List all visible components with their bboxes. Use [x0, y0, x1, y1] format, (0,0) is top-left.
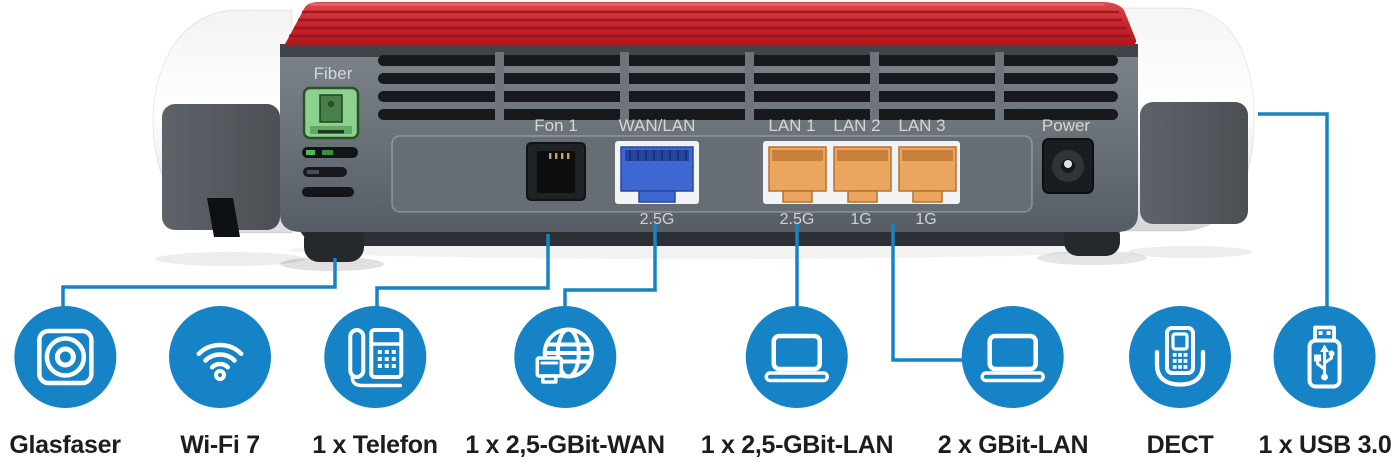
lan2-jack	[833, 146, 892, 203]
feature-label: DECT	[1146, 431, 1214, 459]
feature-label: Wi-Fi 7	[180, 431, 260, 459]
globe-wan-icon	[535, 327, 594, 384]
feature-label: 1 x 2,5-GBit-LAN	[700, 431, 894, 459]
connector-line-wan	[563, 224, 657, 315]
desk-phone-icon	[348, 328, 403, 388]
port-speed-wan: 2.5G	[640, 211, 675, 228]
feature-wifi: Wi-Fi 7	[169, 306, 271, 458]
connector-line-usb	[1258, 112, 1329, 315]
router-rear-view: Fiber Fon 1	[152, 2, 1255, 271]
lan-ports: LAN 1 LAN 2 LAN 3 2.5G 1G 1G	[763, 116, 960, 228]
feature-glasfaser: Glasfaser	[9, 306, 121, 459]
port-label-lan1: LAN 1	[768, 116, 815, 135]
feature-dect: DECT	[1129, 306, 1231, 458]
connector-line-lan23	[891, 224, 970, 362]
body-top-edge	[280, 44, 1138, 57]
router-red-top	[284, 2, 1137, 46]
usb-stick-icon	[1307, 325, 1342, 389]
port-speed-lan3: 1G	[915, 211, 936, 228]
laptop-icon	[980, 333, 1046, 383]
feature-label: 1 x Telefon	[312, 431, 438, 459]
feature-badge	[1273, 306, 1376, 408]
connector-line-telefon	[375, 234, 550, 315]
port-speed-lan2: 1G	[850, 211, 871, 228]
side-vents	[302, 147, 358, 197]
feature-badge	[1129, 306, 1231, 408]
vent-grille	[378, 52, 1118, 123]
left-cable-notch	[207, 198, 240, 237]
feature-badge	[13, 306, 116, 408]
dect-handset-icon	[1154, 326, 1206, 387]
port-label-power: Power	[1042, 116, 1091, 135]
fiber-socket-icon	[36, 328, 94, 386]
port-label-lan3: LAN 3	[898, 116, 945, 135]
fiber-port: Fiber	[302, 64, 360, 140]
feature-label: 1 x USB 3.0	[1258, 431, 1392, 459]
laptop-icon	[764, 333, 830, 383]
feature-usb: 1 x USB 3.0	[1259, 306, 1392, 458]
port-label-wan: WAN/LAN	[619, 116, 696, 135]
port-label-fiber: Fiber	[314, 64, 353, 83]
power-port: Power	[1042, 116, 1094, 194]
wan-port: WAN/LAN 2.5G	[615, 116, 699, 228]
router-left-cap	[152, 9, 293, 237]
router-underside	[300, 231, 1118, 246]
port-speed-lan1: 2.5G	[780, 211, 815, 228]
fon1-port: Fon 1	[526, 116, 586, 201]
wifi-icon	[196, 342, 244, 381]
feature-lan-25g: 1 x 2,5-GBit-LAN	[700, 306, 894, 459]
feature-badge	[746, 306, 848, 408]
lan1-jack	[768, 146, 827, 203]
feature-badge	[514, 306, 616, 408]
lan3-jack	[898, 146, 957, 203]
feature-badge	[324, 306, 426, 408]
connector-line-glasfaser	[61, 258, 337, 315]
feature-label: 1 x 2,5-GBit-WAN	[465, 431, 665, 459]
feature-wan: 1 x 2,5-GBit-WAN	[465, 306, 665, 459]
feature-badge	[961, 306, 1064, 408]
feature-telefon: 1 x Telefon	[312, 306, 438, 459]
feature-label: Glasfaser	[9, 431, 121, 459]
port-label-fon1: Fon 1	[534, 116, 577, 135]
router-right-cap	[1107, 7, 1255, 232]
router-foot-left	[304, 224, 364, 262]
feature-badge	[169, 306, 271, 408]
feature-lan-1g: 2 x GBit-LAN	[938, 306, 1089, 458]
right-side-recess	[1140, 102, 1248, 224]
port-label-lan2: LAN 2	[833, 116, 880, 135]
feature-label: 2 x GBit-LAN	[937, 431, 1089, 459]
left-side-recess	[162, 104, 280, 230]
